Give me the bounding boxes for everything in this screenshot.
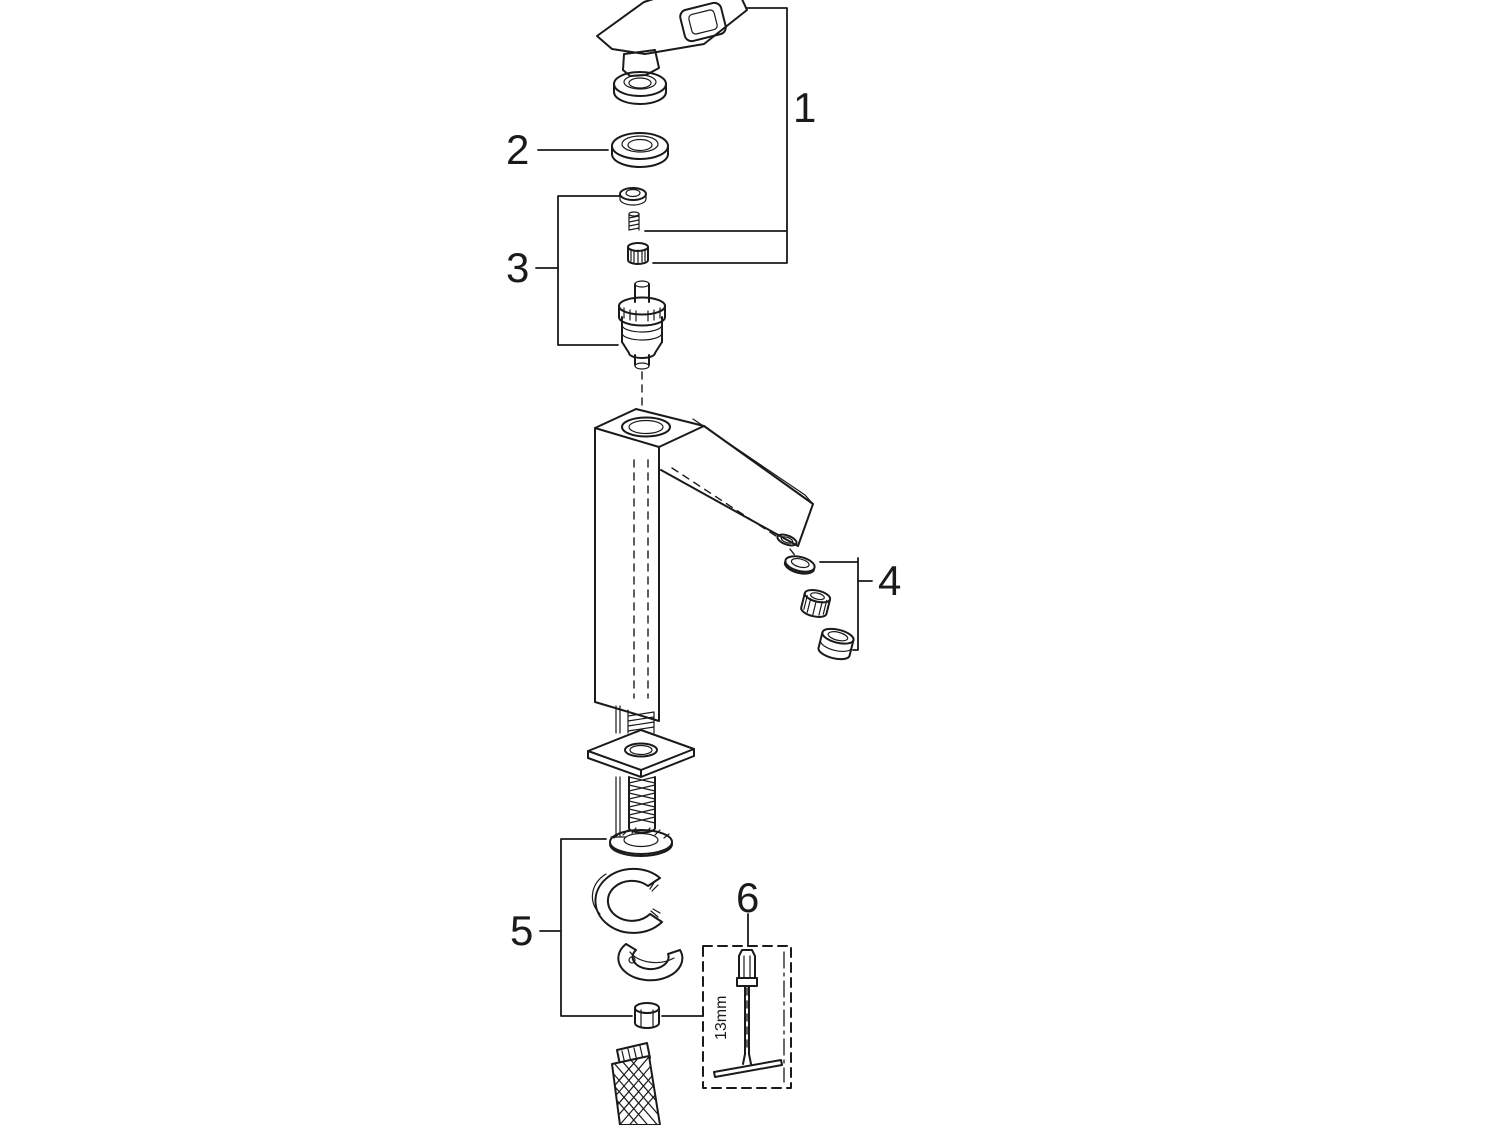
escutcheon-plate	[587, 729, 695, 778]
part-label-1: 1	[793, 84, 816, 131]
part4-bracket	[819, 557, 873, 651]
hose-braiding	[612, 1056, 660, 1125]
tool-size-label: 13mm	[713, 996, 730, 1040]
tool-box: 13mm	[702, 945, 792, 1089]
mounting-stack	[587, 705, 695, 857]
mounting-hardware	[591, 867, 684, 1029]
stabilizing-wedge	[591, 867, 663, 934]
handle-square-hole	[679, 1, 727, 43]
faucet-body	[594, 408, 814, 722]
mounting-nut	[634, 1002, 660, 1029]
pull-rod	[610, 776, 626, 838]
aerator-insert	[800, 588, 832, 618]
aerator-washer	[783, 555, 816, 575]
part-label-3: 3	[506, 244, 529, 291]
cartridge-cap	[627, 242, 649, 265]
leader-lines	[535, 7, 873, 1017]
base-gasket-ring	[609, 827, 673, 857]
part-label-4: 4	[878, 557, 901, 604]
part6-leader	[661, 913, 749, 1017]
part-label-6: 6	[736, 874, 759, 921]
handle-ring	[613, 71, 667, 105]
socket-tool	[713, 949, 783, 1078]
cartridge	[618, 280, 666, 408]
mounting-ring	[611, 132, 669, 168]
threaded-stud-upper	[615, 705, 655, 734]
part5-bracket	[539, 838, 633, 1017]
part3-bracket	[535, 195, 621, 346]
part-label-2: 2	[506, 126, 529, 173]
supply-hose	[611, 1042, 661, 1125]
fastener-stack	[619, 187, 649, 265]
small-washer	[619, 187, 647, 206]
handle-screw	[628, 211, 640, 231]
part1-bracket	[644, 7, 788, 264]
aerator-socket	[776, 533, 798, 547]
lever-handle	[596, 0, 748, 77]
aerator-housing	[817, 627, 855, 661]
aerator-parts	[783, 555, 855, 661]
threaded-shank	[628, 776, 656, 834]
horseshoe-washer	[617, 943, 684, 982]
part-label-5: 5	[510, 907, 533, 954]
